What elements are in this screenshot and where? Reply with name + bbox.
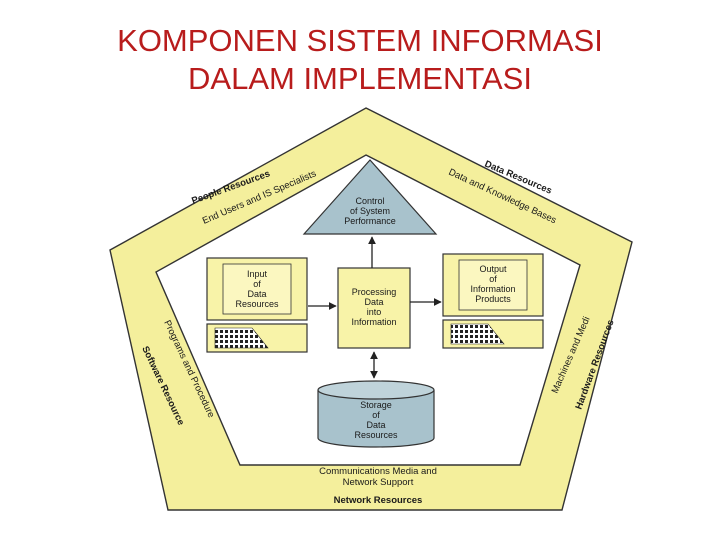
network-resources-label: Network Resources — [334, 495, 423, 506]
input-screen — [222, 263, 292, 315]
flow-arrows — [308, 236, 442, 379]
control-line-3: Performance — [344, 216, 396, 226]
control-line-1: Control — [355, 196, 384, 206]
input-text: Input of Data Resources — [235, 269, 279, 309]
storage-line-3: Data — [366, 420, 385, 430]
processing-line-4: Information — [351, 317, 396, 327]
processing-box — [337, 267, 411, 349]
output-screen — [458, 259, 528, 311]
control-line-2: of System — [350, 206, 390, 216]
title-line-2: DALAM IMPLEMENTASI — [188, 61, 532, 96]
input-line-2: of — [253, 279, 261, 289]
communications-line-1: Communications Media and — [319, 466, 437, 477]
communications-line-2: Network Support — [343, 477, 414, 488]
storage-text: Storage of Data Resources — [354, 400, 398, 440]
slide-title: KOMPONEN SISTEM INFORMASI DALAM IMPLEMEN… — [0, 22, 720, 98]
output-line-2: of — [489, 274, 497, 284]
output-line-4: Products — [475, 294, 511, 304]
input-keyboard-icon — [214, 327, 269, 349]
pentagon-frame — [109, 107, 633, 511]
processing-line-1: Processing — [352, 287, 397, 297]
output-terminal — [442, 253, 544, 349]
storage-line-1: Storage — [360, 400, 392, 410]
output-line-3: Information — [470, 284, 515, 294]
control-text: Control of System Performance — [344, 196, 396, 226]
processing-line-3: into — [367, 307, 382, 317]
output-keyboard-icon — [450, 323, 505, 345]
input-line-4: Resources — [235, 299, 279, 309]
title-line-1: KOMPONEN SISTEM INFORMASI — [117, 23, 603, 58]
storage-line-4: Resources — [354, 430, 398, 440]
storage-cylinder — [317, 380, 435, 448]
output-line-1: Output — [479, 264, 507, 274]
control-triangle — [302, 159, 438, 235]
input-line-1: Input — [247, 269, 268, 279]
output-text: Output of Information Products — [470, 264, 515, 304]
input-terminal — [206, 257, 308, 353]
storage-line-2: of — [372, 410, 380, 420]
processing-line-2: Data — [364, 297, 383, 307]
storage-body — [317, 390, 435, 448]
storage-top — [317, 380, 435, 400]
input-line-3: Data — [247, 289, 266, 299]
processing-text: Processing Data into Information — [351, 287, 396, 327]
